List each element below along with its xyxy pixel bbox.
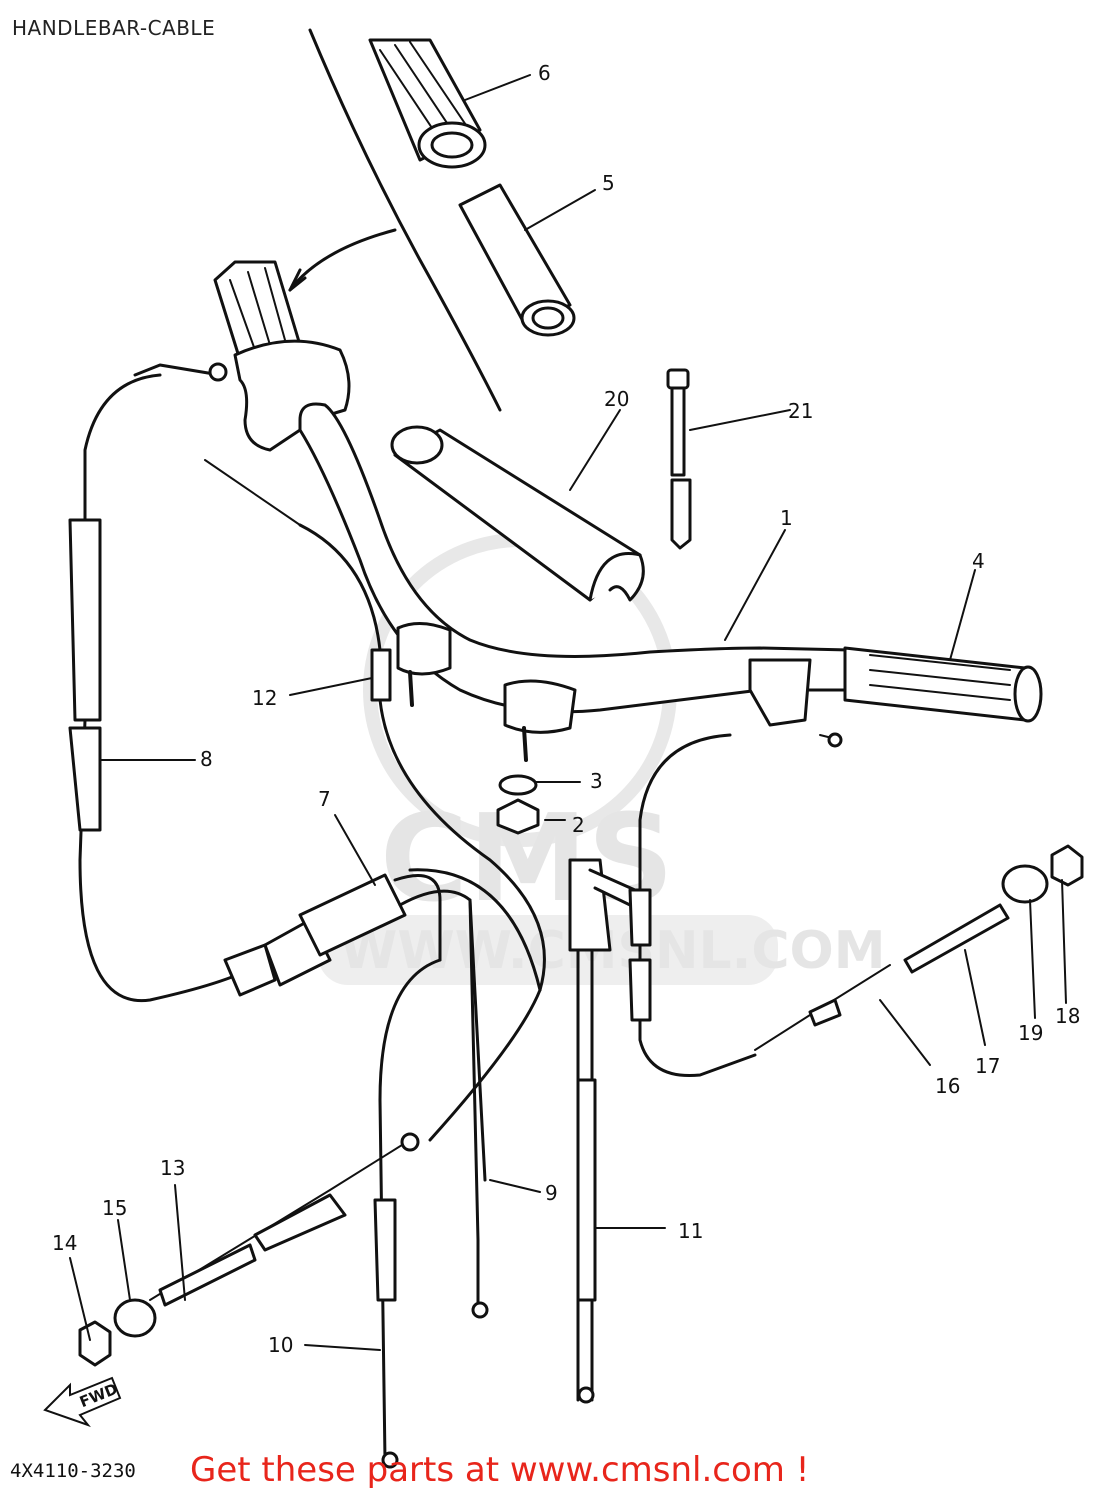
callout-12: 12 — [252, 686, 277, 710]
callout-13: 13 — [160, 1156, 185, 1180]
part-9-cable — [468, 898, 480, 1312]
part-20-grip — [390, 425, 645, 602]
part-14-nut — [78, 1320, 112, 1367]
callout-6: 6 — [538, 61, 551, 85]
callout-15: 15 — [102, 1196, 127, 1220]
part-12-cable — [298, 523, 546, 992]
left-throttle-grip — [213, 260, 351, 452]
drawing-code: 4X4110-3230 — [10, 1460, 136, 1482]
part-18-nut — [1050, 844, 1084, 887]
callout-9: 9 — [545, 1181, 558, 1205]
part-21-piece — [666, 368, 692, 550]
callout-5: 5 — [602, 171, 615, 195]
callout-10: 10 — [268, 1333, 293, 1357]
callout-1: 1 — [780, 506, 793, 530]
diagram-title: HANDLEBAR-CABLE — [12, 16, 216, 40]
callout-labels: 1 2 3 4 5 6 7 8 9 10 11 12 13 14 15 16 1… — [52, 61, 1080, 1357]
part-16-cable — [628, 732, 891, 1078]
fwd-arrow-icon: FWD — [43, 1376, 122, 1428]
part-6-grip — [368, 38, 487, 169]
part-17-spring — [903, 903, 1010, 974]
callout-2: 2 — [572, 813, 585, 837]
part-11-cable — [568, 858, 637, 1404]
part-8-cable — [68, 362, 267, 1003]
callout-11: 11 — [678, 1219, 703, 1243]
callout-7: 7 — [318, 787, 331, 811]
callout-4: 4 — [972, 549, 985, 573]
part-19-cap — [1001, 864, 1049, 904]
callout-14: 14 — [52, 1231, 77, 1255]
callout-16: 16 — [935, 1074, 960, 1098]
callout-18: 18 — [1055, 1004, 1080, 1028]
callout-17: 17 — [975, 1054, 1000, 1078]
callout-21: 21 — [788, 399, 813, 423]
part-13-cable — [149, 1132, 420, 1307]
footer-link[interactable]: Get these parts at www.cmsnl.com ! — [190, 1450, 810, 1490]
part-10-cable — [373, 958, 542, 1469]
part-15-cap — [113, 1298, 157, 1338]
callout-19: 19 — [1018, 1021, 1043, 1045]
part-4-grip — [748, 646, 1043, 727]
callout-20: 20 — [604, 387, 629, 411]
callout-3: 3 — [590, 769, 603, 793]
watermark-url-text: WWW.CMSNL.COM — [340, 921, 885, 981]
callout-8: 8 — [200, 747, 213, 771]
handlebar-clamps — [396, 622, 577, 835]
part-5-sleeve — [458, 183, 576, 337]
